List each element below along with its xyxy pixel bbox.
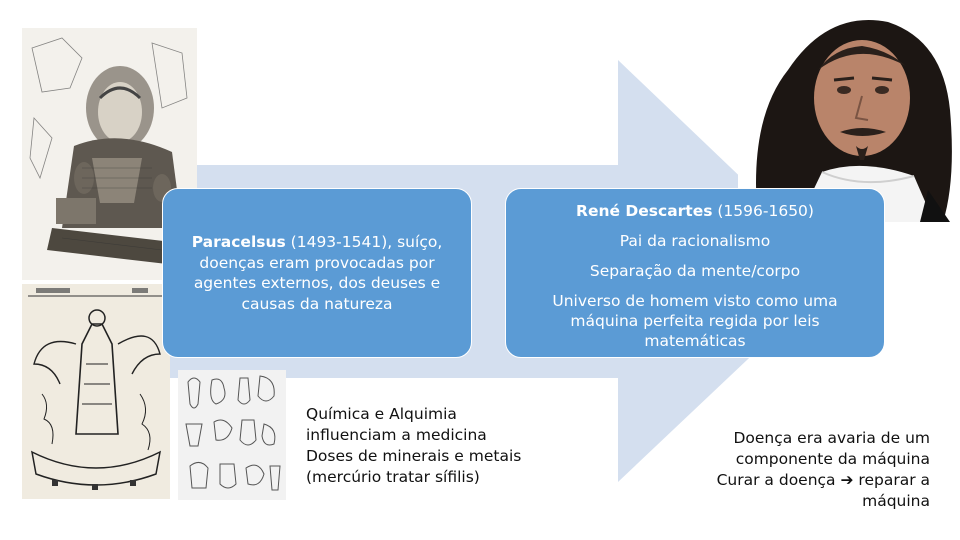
machine-note-line-3a: Curar a doença <box>717 471 841 489</box>
alchemy-note-line-3: Doses de minerais e metais <box>306 446 546 467</box>
paracelsus-line-4: causas da natureza <box>241 294 392 315</box>
descartes-line-4: Universo de homem visto como uma máquina… <box>552 291 837 351</box>
descartes-heading: René Descartes (1596-1650) <box>576 201 814 221</box>
paracelsus-line-2: doenças eram provocadas por <box>199 253 434 274</box>
descartes-line-4b: máquina perfeita regida por leis <box>552 311 837 331</box>
machine-note-line-1: Doença era avaria de um <box>700 428 930 449</box>
alchemical-apparatus-sketch-image <box>178 370 286 500</box>
descartes-name: René Descartes <box>576 202 712 220</box>
machine-note: Doença era avaria de um componente da má… <box>700 428 930 512</box>
paracelsus-dates: (1493-1541), suíço, <box>286 233 443 251</box>
descartes-line-3: Separação da mente/corpo <box>590 261 800 281</box>
machine-note-line-2: componente da máquina <box>700 449 930 470</box>
paracelsus-box: Paracelsus (1493-1541), suíço, doenças e… <box>162 188 472 358</box>
alchemy-note-line-2: influenciam a medicina <box>306 425 546 446</box>
alchemy-note-line-4: (mercúrio tratar sífilis) <box>306 467 546 488</box>
descartes-box: René Descartes (1596-1650) Pai da racion… <box>505 188 885 358</box>
machine-note-line-3b: reparar a <box>853 471 930 489</box>
descartes-line-2: Pai da racionalismo <box>620 231 770 251</box>
machine-note-line-4: máquina <box>700 491 930 512</box>
descartes-line-4c: matemáticas <box>552 331 837 351</box>
alchemy-woodcut-image <box>22 284 170 499</box>
descartes-line-4a: Universo de homem visto como uma <box>552 291 837 311</box>
machine-note-line-3: Curar a doença ➔ reparar a <box>700 470 930 491</box>
descartes-dates: (1596-1650) <box>712 202 814 220</box>
paracelsus-name: Paracelsus <box>192 233 286 251</box>
alchemy-note: Química e Alquimia influenciam a medicin… <box>306 404 546 488</box>
right-arrow-icon: ➔ <box>840 471 853 489</box>
paracelsus-line-1: Paracelsus (1493-1541), suíço, <box>192 232 443 253</box>
paracelsus-line-3: agentes externos, dos deuses e <box>194 273 440 294</box>
alchemy-note-line-1: Química e Alquimia <box>306 404 546 425</box>
